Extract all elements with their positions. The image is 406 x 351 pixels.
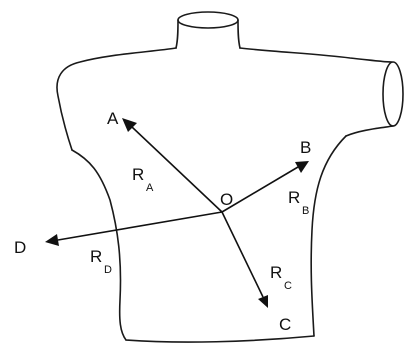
left-side <box>72 150 126 340</box>
label-origin: O <box>220 190 233 209</box>
vector-label-ra-sub: A <box>146 182 154 194</box>
neck-left-side <box>176 20 178 48</box>
vector-label-rc-sub: C <box>284 280 292 292</box>
vector-ra-line <box>132 127 222 212</box>
label-b: B <box>300 138 311 157</box>
label-a: A <box>107 109 119 128</box>
right-armpit <box>346 126 393 136</box>
vector-label-rc: R C <box>270 263 292 292</box>
vector-label-ra-main: R <box>132 165 144 184</box>
bottom-edge <box>126 336 314 342</box>
vector-label-ra: R A <box>132 165 154 194</box>
neck-right-side <box>238 20 240 48</box>
right-shoulder <box>240 48 392 62</box>
right-arm-opening <box>383 62 403 126</box>
vector-label-rb: R B <box>288 188 309 217</box>
vector-label-rd-main: R <box>90 247 102 266</box>
neck-top <box>178 12 238 28</box>
vector-rc-line <box>222 212 263 297</box>
vector-label-rb-sub: B <box>302 205 309 217</box>
label-c: C <box>279 315 291 334</box>
vector-rb-line <box>222 167 298 212</box>
vector-label-rc-main: R <box>270 263 282 282</box>
label-d: D <box>14 238 26 257</box>
torso-outline <box>57 12 403 342</box>
vector-label-rd: R D <box>90 247 112 276</box>
left-shoulder <box>57 48 176 150</box>
right-side <box>311 136 346 336</box>
vector-rd-arrowhead <box>45 234 59 246</box>
vector-rd-line <box>58 212 222 240</box>
vector-label-rb-main: R <box>288 188 300 207</box>
vector-label-rd-sub: D <box>104 264 112 276</box>
